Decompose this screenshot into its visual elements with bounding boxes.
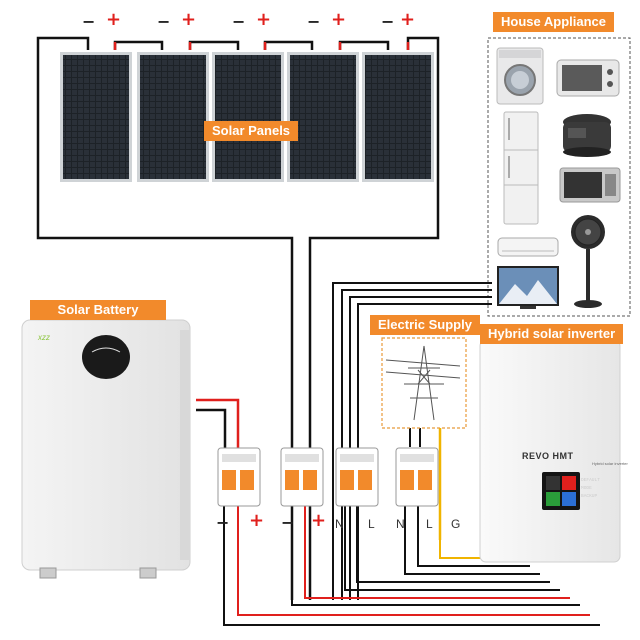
breaker-4 bbox=[395, 447, 439, 507]
terminal-panel-minus: − bbox=[281, 513, 295, 532]
panel-5-plus: + bbox=[400, 9, 416, 30]
solar-panel-3 bbox=[212, 52, 284, 182]
inverter-subtitle: Hybrid solar inverter bbox=[592, 461, 628, 466]
terminal-battery-minus: − bbox=[216, 513, 230, 532]
breaker-3 bbox=[335, 447, 379, 507]
panel-2-plus: + bbox=[181, 9, 197, 30]
hybrid-inverter-label: Hybrid solar inverter bbox=[480, 324, 624, 344]
inverter-brand: REVO HMT bbox=[522, 451, 574, 461]
battery-logo: xzz bbox=[38, 333, 50, 342]
television-icon bbox=[497, 266, 559, 309]
terminal-g: G bbox=[451, 517, 461, 531]
toaster-oven-icon bbox=[556, 59, 620, 97]
solar-panel-1 bbox=[60, 52, 132, 182]
terminal-panel-plus: + bbox=[311, 510, 327, 531]
solar-panels-label: Solar Panels bbox=[204, 121, 299, 141]
refrigerator-icon bbox=[503, 111, 539, 225]
panel-red-stubs bbox=[113, 42, 410, 50]
air-conditioner-icon bbox=[497, 237, 559, 257]
panel-1-plus: + bbox=[106, 9, 122, 30]
breaker-2 bbox=[280, 447, 324, 507]
panel-5-minus: − bbox=[381, 12, 395, 31]
house-appliance-label: House Appliance bbox=[493, 12, 614, 32]
electric-supply bbox=[381, 337, 467, 429]
terminal-l2: L bbox=[426, 517, 433, 531]
electric-supply-label: Electric Supply bbox=[370, 315, 480, 335]
panel-3-minus: − bbox=[232, 12, 246, 31]
solar-panel-4 bbox=[287, 52, 359, 182]
terminal-n2: N bbox=[396, 517, 405, 531]
solar-battery-label: Solar Battery bbox=[30, 300, 166, 320]
hybrid-inverter bbox=[479, 339, 621, 563]
panel-3-plus: + bbox=[256, 9, 272, 30]
terminal-battery-plus: + bbox=[249, 510, 265, 531]
panel-2-minus: − bbox=[157, 12, 171, 31]
electric-fan-icon bbox=[571, 215, 605, 308]
washing-machine-icon bbox=[496, 47, 544, 105]
microwave-icon bbox=[559, 167, 621, 203]
battery-wiring bbox=[196, 398, 600, 626]
solar-battery bbox=[21, 319, 191, 579]
panel-4-minus: − bbox=[307, 12, 321, 31]
terminal-l1: L bbox=[368, 517, 375, 531]
rice-cooker-icon bbox=[563, 114, 611, 157]
inverter-key-mode: MODE bbox=[581, 486, 592, 491]
inverter-key-default: DEFAULT bbox=[581, 478, 600, 483]
solar-panel-5 bbox=[362, 52, 434, 182]
panel-1-minus: − bbox=[82, 12, 96, 31]
solar-panel-2 bbox=[137, 52, 209, 182]
inverter-key-backup: BACKUP bbox=[581, 494, 598, 499]
panel-4-plus: + bbox=[331, 9, 347, 30]
terminal-n1: N bbox=[335, 517, 344, 531]
breaker-1 bbox=[217, 447, 261, 507]
